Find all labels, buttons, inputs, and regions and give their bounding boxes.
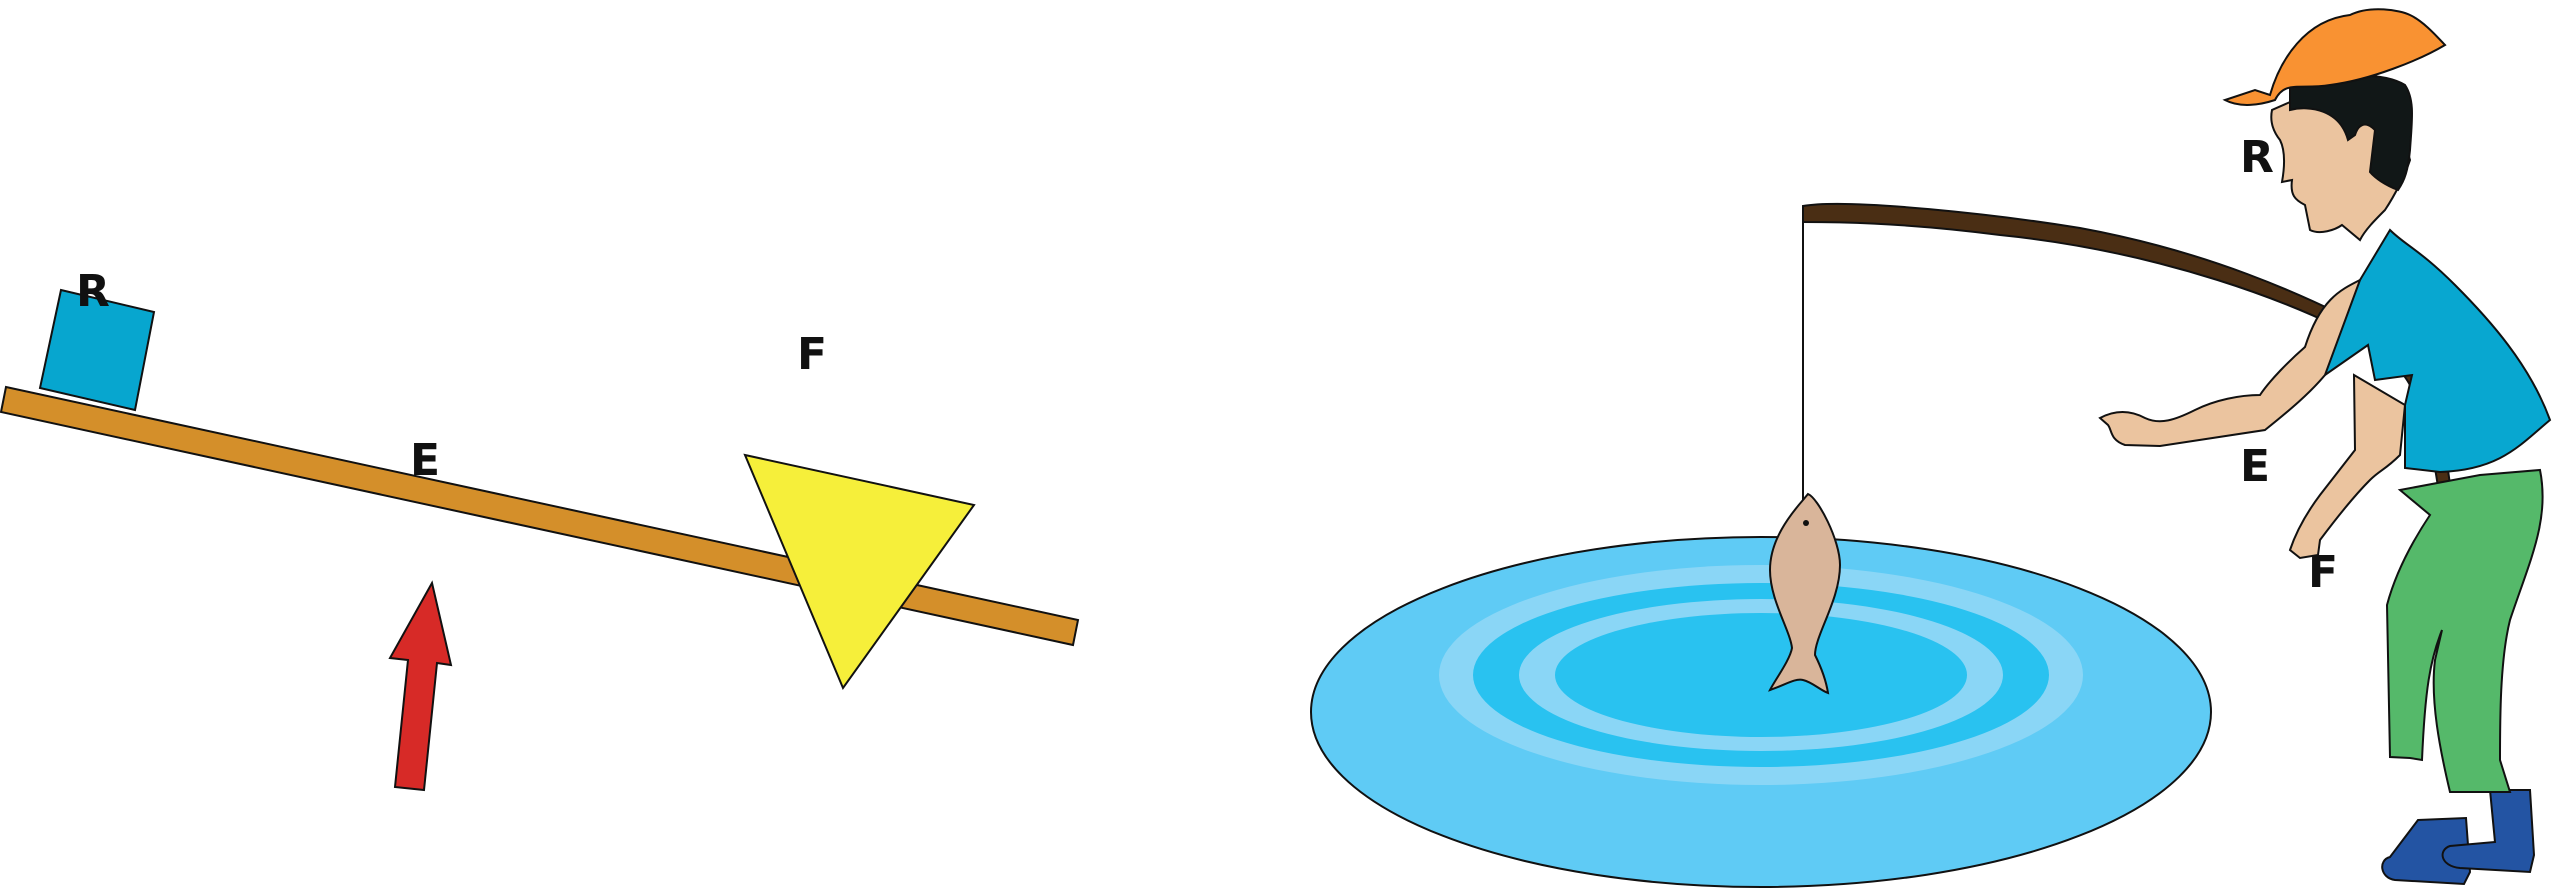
seesaw-lever: R E F xyxy=(0,266,1080,792)
shoe-back xyxy=(2381,816,2472,886)
shoe-front xyxy=(2441,789,2536,874)
effort-label: E xyxy=(2240,441,2270,492)
load-label: R xyxy=(2240,132,2274,183)
fish xyxy=(1768,492,1842,695)
fulcrum-label: F xyxy=(2308,547,2338,598)
arm-lower xyxy=(2288,373,2407,560)
pond xyxy=(1310,536,2212,888)
effort-arrow xyxy=(388,580,453,792)
fulcrum-triangle xyxy=(743,453,976,691)
shirt xyxy=(2303,228,2552,474)
effort-label: E xyxy=(410,435,440,486)
load-label: R xyxy=(76,266,110,317)
hair xyxy=(2289,74,2414,192)
cap xyxy=(2222,8,2447,106)
arm-skin xyxy=(2098,277,2362,448)
fulcrum-label: F xyxy=(797,329,827,380)
fisherman xyxy=(2098,8,2552,886)
load-box xyxy=(38,288,156,412)
pants xyxy=(2385,468,2544,793)
fishing-lever: R E F xyxy=(1310,8,2552,888)
